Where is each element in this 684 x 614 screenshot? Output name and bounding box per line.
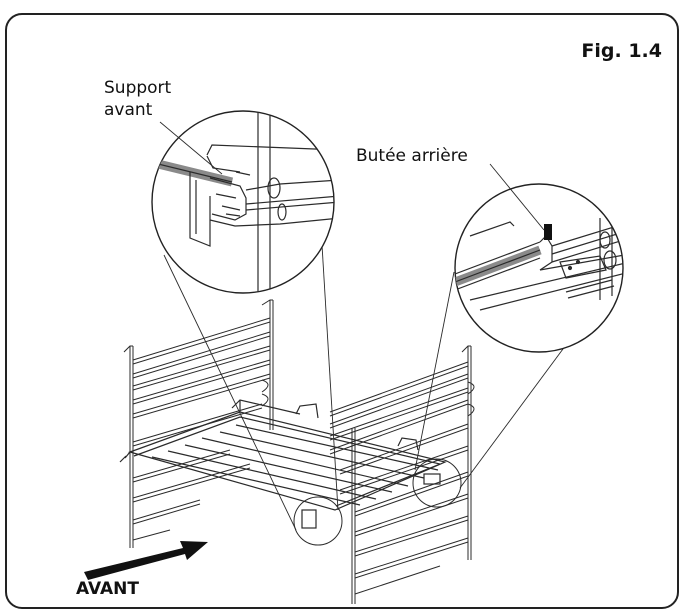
zoom-detail-front-support — [152, 111, 334, 293]
butee-arriere-label: Butée arrière — [356, 146, 468, 166]
support-avant-label-line1: Support — [104, 78, 172, 98]
avant-label: AVANT — [76, 579, 139, 599]
outer-frame — [5, 13, 679, 609]
figure-title: Fig. 1.4 — [581, 40, 662, 62]
zoom-detail-rear-stop — [455, 212, 623, 311]
avant-arrow-icon — [84, 541, 208, 580]
support-avant-label: Support avant — [104, 77, 171, 121]
rear-stop-tab — [544, 224, 552, 240]
left-side-runner — [123, 299, 274, 548]
right-side-runner — [329, 345, 475, 604]
small-circle-front-support — [293, 496, 343, 546]
support-avant-label-line2: avant — [104, 100, 153, 120]
small-circle-rear-stop — [412, 458, 462, 508]
label-leader-lines — [159, 121, 545, 231]
wire-shelf — [119, 399, 447, 529]
